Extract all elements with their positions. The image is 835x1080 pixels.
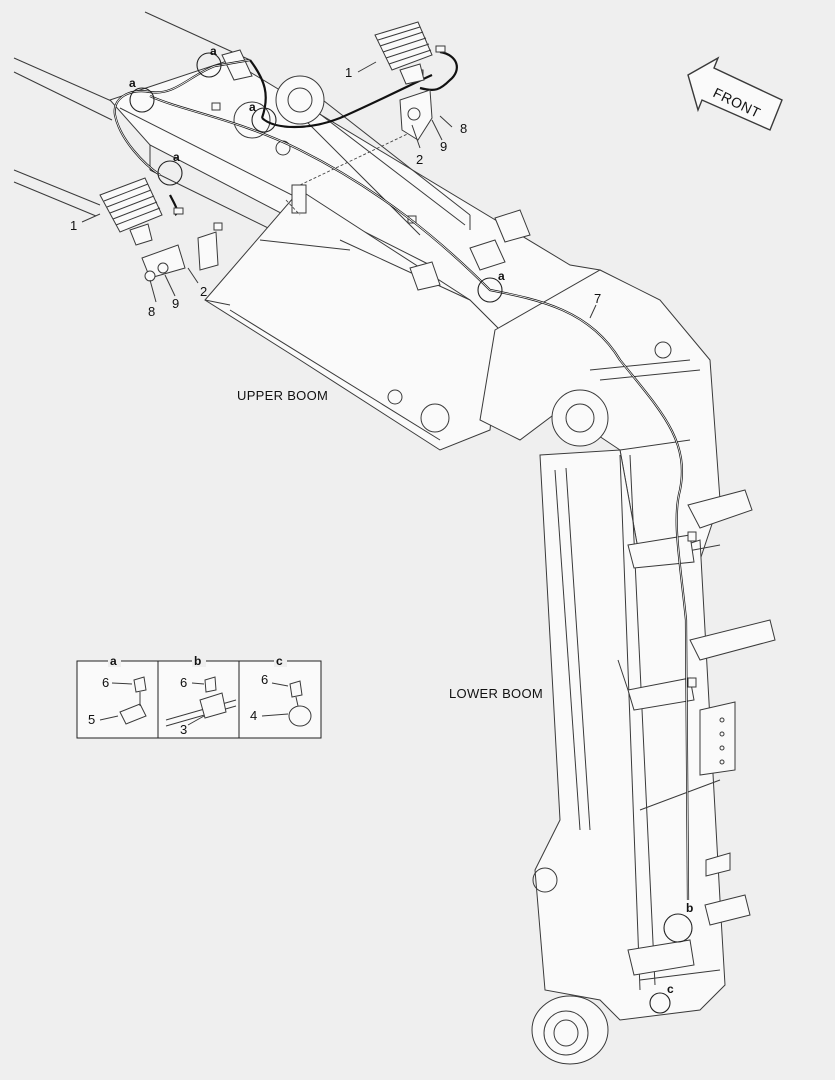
detail-a-part-5: 5 (88, 712, 95, 727)
callout-lamp-left: 1 (70, 218, 77, 233)
callout-washer-left: 9 (172, 296, 179, 311)
detail-panel-a-title: a (110, 654, 117, 668)
part-callouts: 1 1 2 2 8 8 9 9 7 (70, 65, 601, 319)
detail-panel-a: a 6 5 (88, 654, 147, 727)
marker-a-1: a (210, 44, 217, 58)
marker-a-2: a (129, 76, 136, 90)
callout-bracket-left: 2 (200, 284, 207, 299)
detail-c-part-4: 4 (250, 708, 257, 723)
work-lamp-top (374, 21, 433, 141)
marker-c-1: c (667, 982, 674, 996)
callout-bolt-left: 8 (148, 304, 155, 319)
work-lamp-left (99, 177, 219, 282)
detail-panel-b-title: b (194, 654, 201, 668)
marker-a-4: a (173, 150, 180, 164)
detail-panel-c-title: c (276, 654, 283, 668)
detail-b-part-3: 3 (180, 722, 187, 737)
section-label-upper-boom: UPPER BOOM (237, 388, 328, 403)
marker-b-1: b (686, 901, 693, 915)
marker-a-3: a (249, 100, 256, 114)
detail-b-part-6: 6 (180, 675, 187, 690)
marker-a-5: a (498, 269, 505, 283)
leader-lines (81, 61, 597, 319)
detail-panel-c: c 6 4 (250, 654, 312, 727)
callout-harness: 7 (594, 291, 601, 306)
clamp-marker-circles (129, 52, 693, 1014)
callout-bracket-top: 2 (416, 152, 423, 167)
callout-lamp-top: 1 (345, 65, 352, 80)
front-direction-arrow: FRONT (687, 56, 783, 131)
callout-bolt-top: 8 (460, 121, 467, 136)
lower-boom-structure (479, 269, 776, 1065)
callout-washer-top: 9 (440, 139, 447, 154)
detail-c-part-6: 6 (261, 672, 268, 687)
detail-panels: a 6 5 b 6 3 c (76, 654, 322, 739)
detail-a-part-6: 6 (102, 675, 109, 690)
clamp-marker-labels: a a a a a b c (129, 44, 693, 996)
detail-panel-b: b 6 3 (165, 654, 237, 737)
section-label-lower-boom: LOWER BOOM (449, 686, 543, 701)
